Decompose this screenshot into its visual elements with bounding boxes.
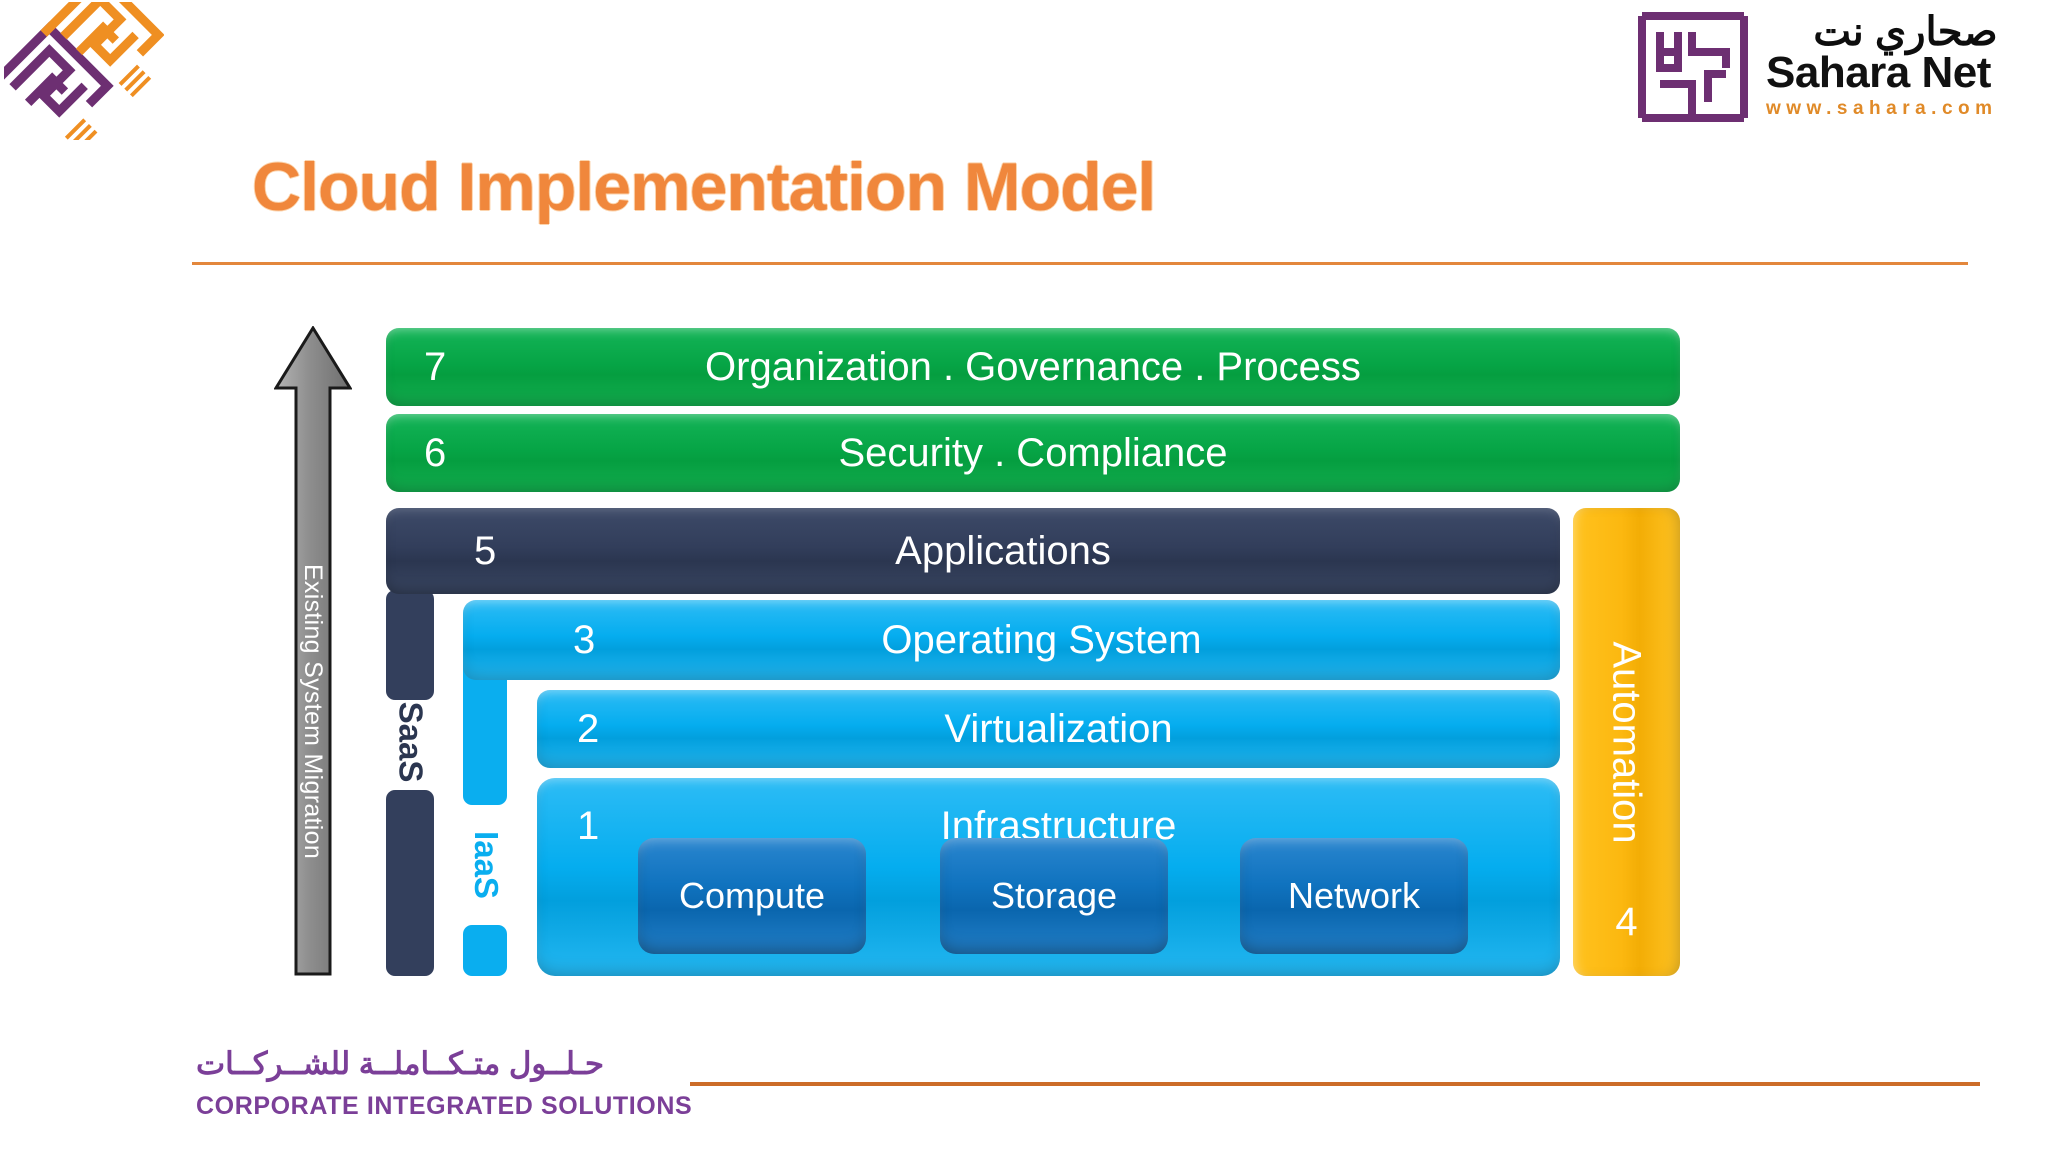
saas-bracket-upper xyxy=(386,590,434,700)
iaas-label: IaaS xyxy=(468,831,506,899)
layer-row-3[interactable]: 3 Operating System xyxy=(463,600,1560,680)
sahara-url: www.sahara.com xyxy=(1766,97,1998,119)
layer-number-7: 7 xyxy=(424,345,447,389)
layer-number-3: 3 xyxy=(573,618,596,662)
footer-arabic-tagline: حـلــول متـكــاملــة للشــركــات xyxy=(196,1046,605,1081)
corporate-logo xyxy=(0,0,165,151)
infra-tile-storage[interactable]: Storage xyxy=(940,838,1168,954)
layer-number-5: 5 xyxy=(474,529,497,573)
layer-row-5[interactable]: 5 Applications xyxy=(386,508,1560,594)
page-title: Cloud Implementation Model xyxy=(252,149,1156,225)
layer-row-6[interactable]: 6 Security . Compliance xyxy=(386,414,1680,492)
sahara-net-kufic-mark xyxy=(1638,12,1748,122)
title-divider xyxy=(192,262,1968,265)
layer-row-7[interactable]: 7 Organization . Governance . Process xyxy=(386,328,1680,406)
kufic-geometric-logo xyxy=(0,0,165,151)
layer-row-2[interactable]: 2 Virtualization xyxy=(537,690,1560,768)
saas-label: SaaS xyxy=(392,701,430,783)
sahara-wordmark: صحاري نت Sahara Net www.sahara.com xyxy=(1766,8,1998,120)
infra-tile-network[interactable]: Network xyxy=(1240,838,1468,954)
up-arrow-icon xyxy=(274,326,352,976)
layer-label-1: Infrastructure xyxy=(940,804,1177,848)
layer-number-6: 6 xyxy=(424,431,447,475)
footer-latin-tagline: CORPORATE INTEGRATED SOLUTIONS xyxy=(196,1092,693,1120)
sahara-latin-name: Sahara Net xyxy=(1766,47,1991,97)
layer-number-1: 1 xyxy=(577,804,600,848)
infra-tile-storage-label: Storage xyxy=(990,875,1118,916)
layer-label-3: Operating System xyxy=(881,618,1202,662)
saas-bracket-lower xyxy=(386,790,434,976)
sahara-net-logo: صحاري نت Sahara Net www.sahara.com xyxy=(1634,8,2024,136)
iaas-bracket-lower xyxy=(463,925,507,976)
layer-label-6: Security . Compliance xyxy=(838,431,1228,475)
infra-tile-compute[interactable]: Compute xyxy=(638,838,866,954)
infra-tile-compute-label: Compute xyxy=(678,875,826,916)
sahara-arabic-name: صحاري نت xyxy=(1813,10,1998,54)
footer-divider xyxy=(690,1082,1980,1086)
infra-tile-network-label: Network xyxy=(1287,875,1421,916)
layer-label-5: Applications xyxy=(895,529,1111,573)
layer-label-2: Virtualization xyxy=(944,707,1173,751)
layer-number-2: 2 xyxy=(577,707,600,751)
automation-column[interactable] xyxy=(1573,508,1680,976)
layer-label-7: Organization . Governance . Process xyxy=(705,345,1361,389)
iaas-bracket-upper xyxy=(463,655,507,805)
